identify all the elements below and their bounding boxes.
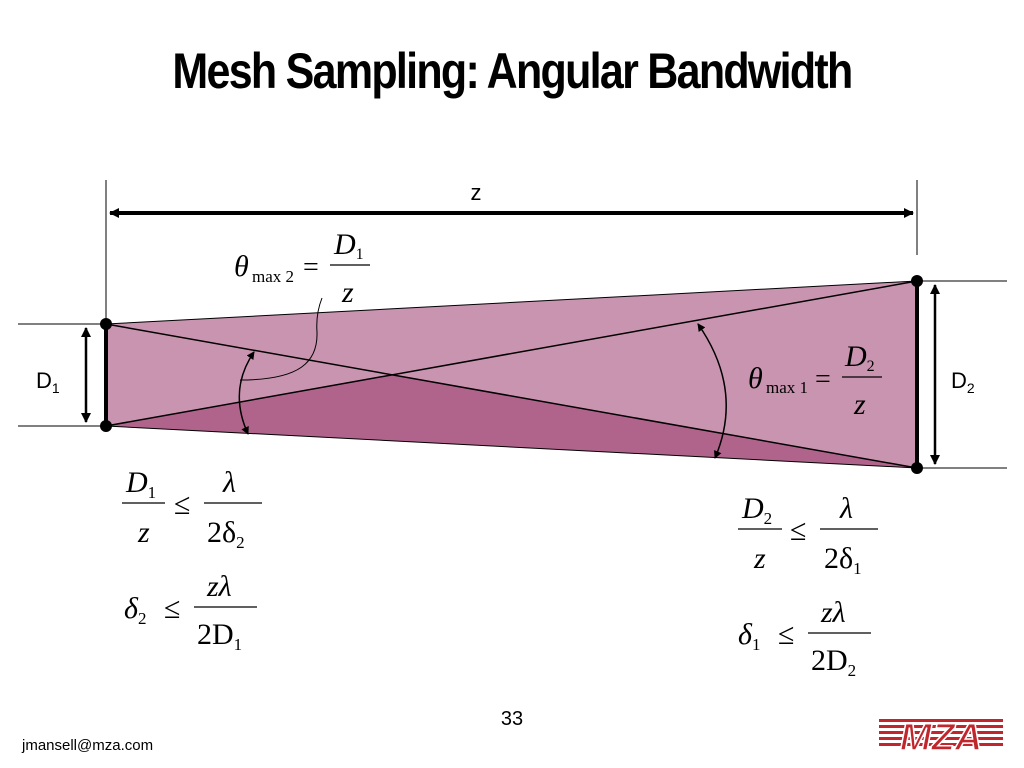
z-label: z (471, 180, 482, 205)
svg-text:2δ2: 2δ2 (207, 516, 245, 552)
point-d1-top (100, 318, 112, 330)
svg-text:λ: λ (222, 466, 236, 499)
svg-text:max 1: max 1 (766, 378, 808, 397)
svg-text:δ1: δ1 (738, 618, 760, 654)
svg-text:zλ: zλ (820, 596, 846, 629)
d2-label: D2 (951, 368, 975, 396)
ray-bottom-left-to-top-right (105, 280, 918, 427)
svg-text:≤: ≤ (174, 488, 190, 521)
svg-text:z: z (341, 276, 354, 309)
angle-pointer-max2 (239, 297, 323, 381)
svg-text:θ: θ (234, 250, 249, 283)
mza-logo: MZA (879, 716, 1003, 760)
footer-email: jmansell@mza.com (22, 737, 154, 754)
slide-title: Mesh Sampling: Angular Bandwidth (172, 43, 853, 99)
svg-text:2D1: 2D1 (197, 618, 242, 654)
equation-theta-max1: θ max 1 = D2 z (748, 340, 882, 421)
svg-text:D2: D2 (741, 492, 772, 528)
equation-right-1: D2 z ≤ λ 2δ1 (738, 492, 878, 578)
svg-text:θ: θ (748, 362, 763, 395)
svg-text:=: = (303, 252, 319, 283)
point-d2-bottom (911, 462, 923, 474)
svg-text:2δ1: 2δ1 (824, 542, 862, 578)
svg-text:≤: ≤ (164, 592, 180, 625)
ray-top-left-to-bottom-right (105, 323, 918, 469)
page-number: 33 (500, 708, 524, 730)
svg-text:max 2: max 2 (252, 267, 294, 286)
svg-text:z: z (753, 542, 766, 575)
svg-text:2D2: 2D2 (811, 644, 856, 680)
svg-text:D2: D2 (844, 340, 875, 375)
point-d2-top (911, 275, 923, 287)
mza-logo-text: MZA (900, 717, 982, 759)
ray-top-left-to-top-right (105, 280, 918, 325)
svg-text:D1: D1 (125, 466, 156, 502)
svg-text:z: z (137, 516, 150, 549)
svg-text:D1: D1 (333, 228, 364, 263)
equation-left-1: D1 z ≤ λ 2δ2 (122, 466, 262, 552)
svg-text:≤: ≤ (790, 514, 806, 547)
svg-text:zλ: zλ (206, 570, 232, 603)
svg-text:λ: λ (839, 492, 853, 525)
point-d1-bottom (100, 420, 112, 432)
equation-theta-max2: θ max 2 = D1 z (234, 228, 370, 309)
svg-text:δ2: δ2 (124, 592, 146, 628)
svg-text:=: = (815, 364, 831, 395)
angle-arc-max1 (697, 323, 727, 459)
angle-arc-max2 (238, 351, 255, 435)
svg-text:z: z (853, 388, 866, 421)
ray-bottom-left-to-bottom-right (105, 425, 918, 469)
d1-label: D1 (36, 368, 60, 396)
equation-right-2: δ1 ≤ zλ 2D2 (738, 596, 871, 680)
svg-text:≤: ≤ (778, 618, 794, 651)
equation-left-2: δ2 ≤ zλ 2D1 (124, 570, 257, 654)
